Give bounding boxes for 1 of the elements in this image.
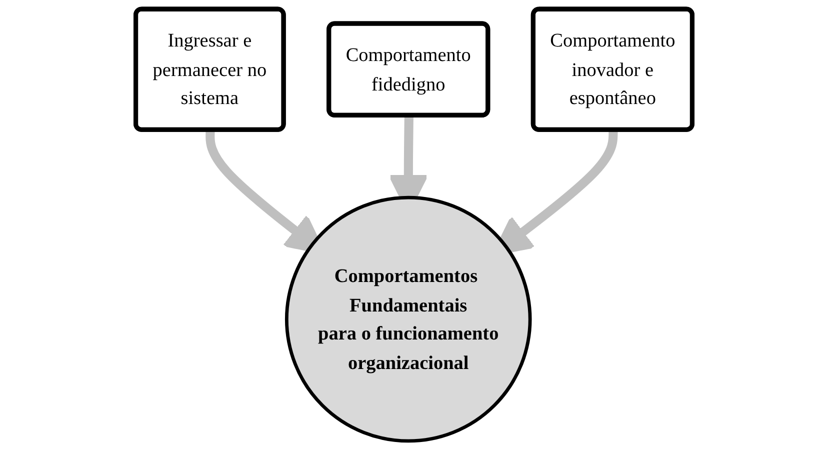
node-circle: Comportamentos Fundamentais para o funcionamento organizacional bbox=[284, 196, 532, 443]
